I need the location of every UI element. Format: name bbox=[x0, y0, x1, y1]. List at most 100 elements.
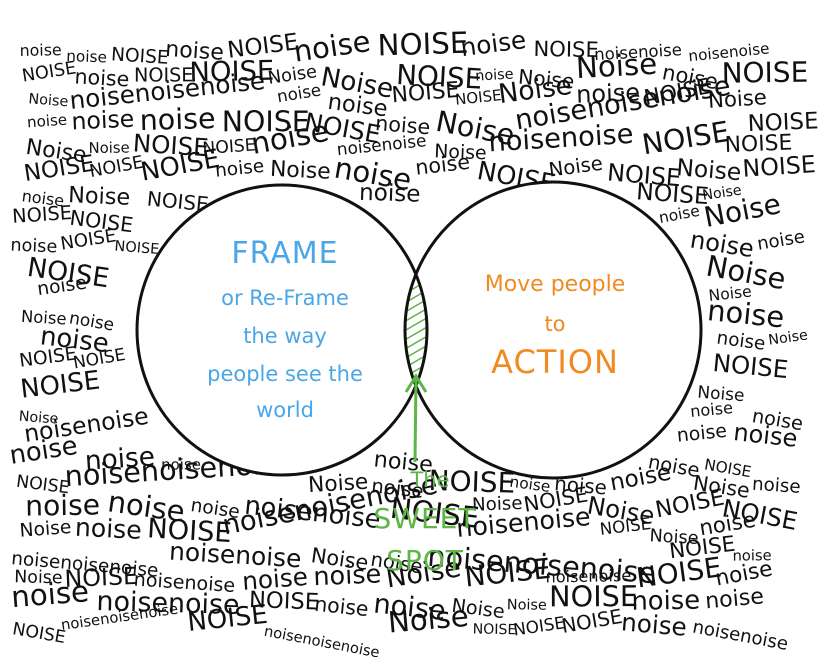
noise-word-55: noise bbox=[214, 156, 265, 182]
noise-word-155: noise bbox=[372, 589, 447, 627]
noise-word-32: Noise bbox=[707, 84, 767, 113]
sweet-spot-title-line-2: SPOT bbox=[386, 544, 464, 577]
noise-word-76: NOISE bbox=[114, 239, 160, 258]
noise-word-83: Noise bbox=[21, 307, 68, 329]
noise-word-88: Noise bbox=[767, 327, 809, 348]
noise-word-132: Noise bbox=[649, 526, 699, 549]
noise-word-19: Noise bbox=[517, 65, 575, 94]
noise-word-145: noise bbox=[313, 559, 382, 592]
sweet-spot-arrow-head bbox=[404, 373, 428, 393]
left-circle-outline bbox=[135, 183, 429, 477]
right-circle-fill bbox=[405, 182, 701, 478]
noise-word-27: NOISE bbox=[391, 78, 461, 109]
sweet-spot-pointer-label: The bbox=[410, 468, 450, 492]
noise-word-33: noise bbox=[26, 111, 67, 132]
noise-word-48: Noise bbox=[434, 140, 487, 164]
noise-word-65: Noise bbox=[68, 182, 131, 211]
noise-word-67: noise bbox=[359, 180, 421, 208]
noise-word-56: Noise bbox=[269, 157, 331, 185]
noise-word-148: noisenoise bbox=[545, 566, 631, 586]
noise-word-2: NOISE bbox=[110, 44, 169, 68]
noise-word-160: noise bbox=[704, 583, 765, 614]
noise-word-38: noise bbox=[374, 111, 431, 139]
frame-line-2: the way bbox=[243, 324, 327, 348]
noise-word-93: Noise bbox=[697, 383, 746, 407]
noise-word-128: NOISE bbox=[146, 513, 232, 549]
noise-word-12: noise bbox=[74, 64, 130, 91]
action-title: ACTION bbox=[491, 343, 619, 381]
noise-word-30: noise bbox=[576, 78, 641, 108]
noise-word-34: noise bbox=[71, 105, 135, 136]
noise-word-23: Noise bbox=[28, 91, 69, 110]
noise-word-35: noise bbox=[139, 102, 216, 137]
left-circle-fill bbox=[137, 185, 427, 475]
noise-word-108: Noise bbox=[307, 470, 369, 499]
noise-word-63: NOISE bbox=[742, 150, 817, 183]
noise-word-0: noise bbox=[19, 40, 61, 60]
noise-word-62: Noise bbox=[675, 153, 742, 186]
noise-word-70: NOISE bbox=[12, 201, 73, 228]
noise-word-126: Noise bbox=[19, 517, 72, 542]
noise-word-99: noise bbox=[732, 418, 799, 453]
noise-word-43: Noise bbox=[89, 139, 130, 157]
noise-word-102: noise bbox=[161, 455, 201, 473]
noise-word-68: NOISE bbox=[635, 177, 710, 210]
noise-word-94: Noise bbox=[18, 409, 59, 428]
noise-word-6: NOISE bbox=[377, 26, 469, 63]
noise-word-140: noise bbox=[732, 547, 771, 564]
noise-word-45: NOISE bbox=[202, 135, 257, 159]
noise-word-169: noise bbox=[620, 607, 688, 641]
noise-word-44: NOISE bbox=[132, 128, 210, 162]
noise-word-151: noise bbox=[10, 574, 90, 614]
noise-word-17: NOISE bbox=[395, 58, 483, 96]
noise-word-103: noise bbox=[373, 446, 435, 478]
noise-word-159: noise bbox=[631, 586, 700, 617]
noise-word-41: NOISE bbox=[747, 108, 819, 137]
frame-line-3: people see the bbox=[207, 362, 363, 386]
noise-word-152: noisenoise bbox=[96, 586, 240, 621]
noise-word-158: NOISE bbox=[549, 579, 638, 613]
noise-word-127: noise bbox=[74, 513, 142, 545]
noise-word-85: noise bbox=[706, 293, 786, 334]
noise-word-51: NOISE bbox=[724, 130, 792, 158]
noise-word-20: Noise bbox=[575, 47, 658, 85]
noise-word-28: NOISE bbox=[454, 86, 502, 109]
noise-word-14: NOISE bbox=[189, 56, 275, 89]
noise-word-153: NOISE bbox=[249, 587, 320, 616]
sweet-spot-arrow-shaft bbox=[413, 377, 418, 463]
noise-word-157: Noise bbox=[507, 597, 547, 614]
noise-word-1: noise bbox=[66, 47, 107, 66]
noise-word-101: noise bbox=[84, 441, 156, 477]
noise-word-36: NOISE bbox=[222, 105, 310, 138]
noise-word-22: NOISE bbox=[721, 56, 808, 90]
noise-word-166: NOISE bbox=[473, 622, 517, 639]
action-line-1: Move people bbox=[484, 272, 626, 297]
noise-word-144: noise bbox=[241, 562, 309, 596]
noise-word-165: Noise bbox=[387, 599, 470, 640]
noise-word-95: noise bbox=[689, 398, 734, 421]
noise-word-115: noise bbox=[751, 474, 801, 498]
noise-word-74: noise bbox=[10, 236, 58, 258]
noise-word-8: NOISE bbox=[533, 36, 599, 62]
noise-word-69: Noise bbox=[701, 182, 742, 204]
noise-word-116: noise bbox=[25, 488, 100, 522]
action-line-2: to bbox=[544, 312, 566, 336]
noise-word-18: noise bbox=[475, 67, 514, 85]
noise-word-61: NOISE bbox=[606, 158, 682, 192]
frame-title: FRAME bbox=[231, 236, 339, 271]
noise-word-91: NOISE bbox=[712, 348, 790, 384]
frame-line-4: world bbox=[256, 398, 314, 422]
noise-word-154: noise bbox=[313, 592, 369, 621]
noise-word-82: Noise bbox=[708, 282, 753, 304]
frame-line-1: or Re-Frame bbox=[221, 286, 349, 310]
noise-word-121: Noise bbox=[472, 493, 523, 516]
noise-word-142: NOISE bbox=[64, 562, 138, 593]
noise-word-141: Noise bbox=[14, 567, 63, 588]
sweet-spot-title-line-1: SWEET bbox=[373, 502, 477, 535]
noise-word-3: noise bbox=[165, 37, 225, 66]
noise-word-98: noise bbox=[676, 420, 728, 447]
noise-word-13: NOISE bbox=[134, 63, 193, 86]
